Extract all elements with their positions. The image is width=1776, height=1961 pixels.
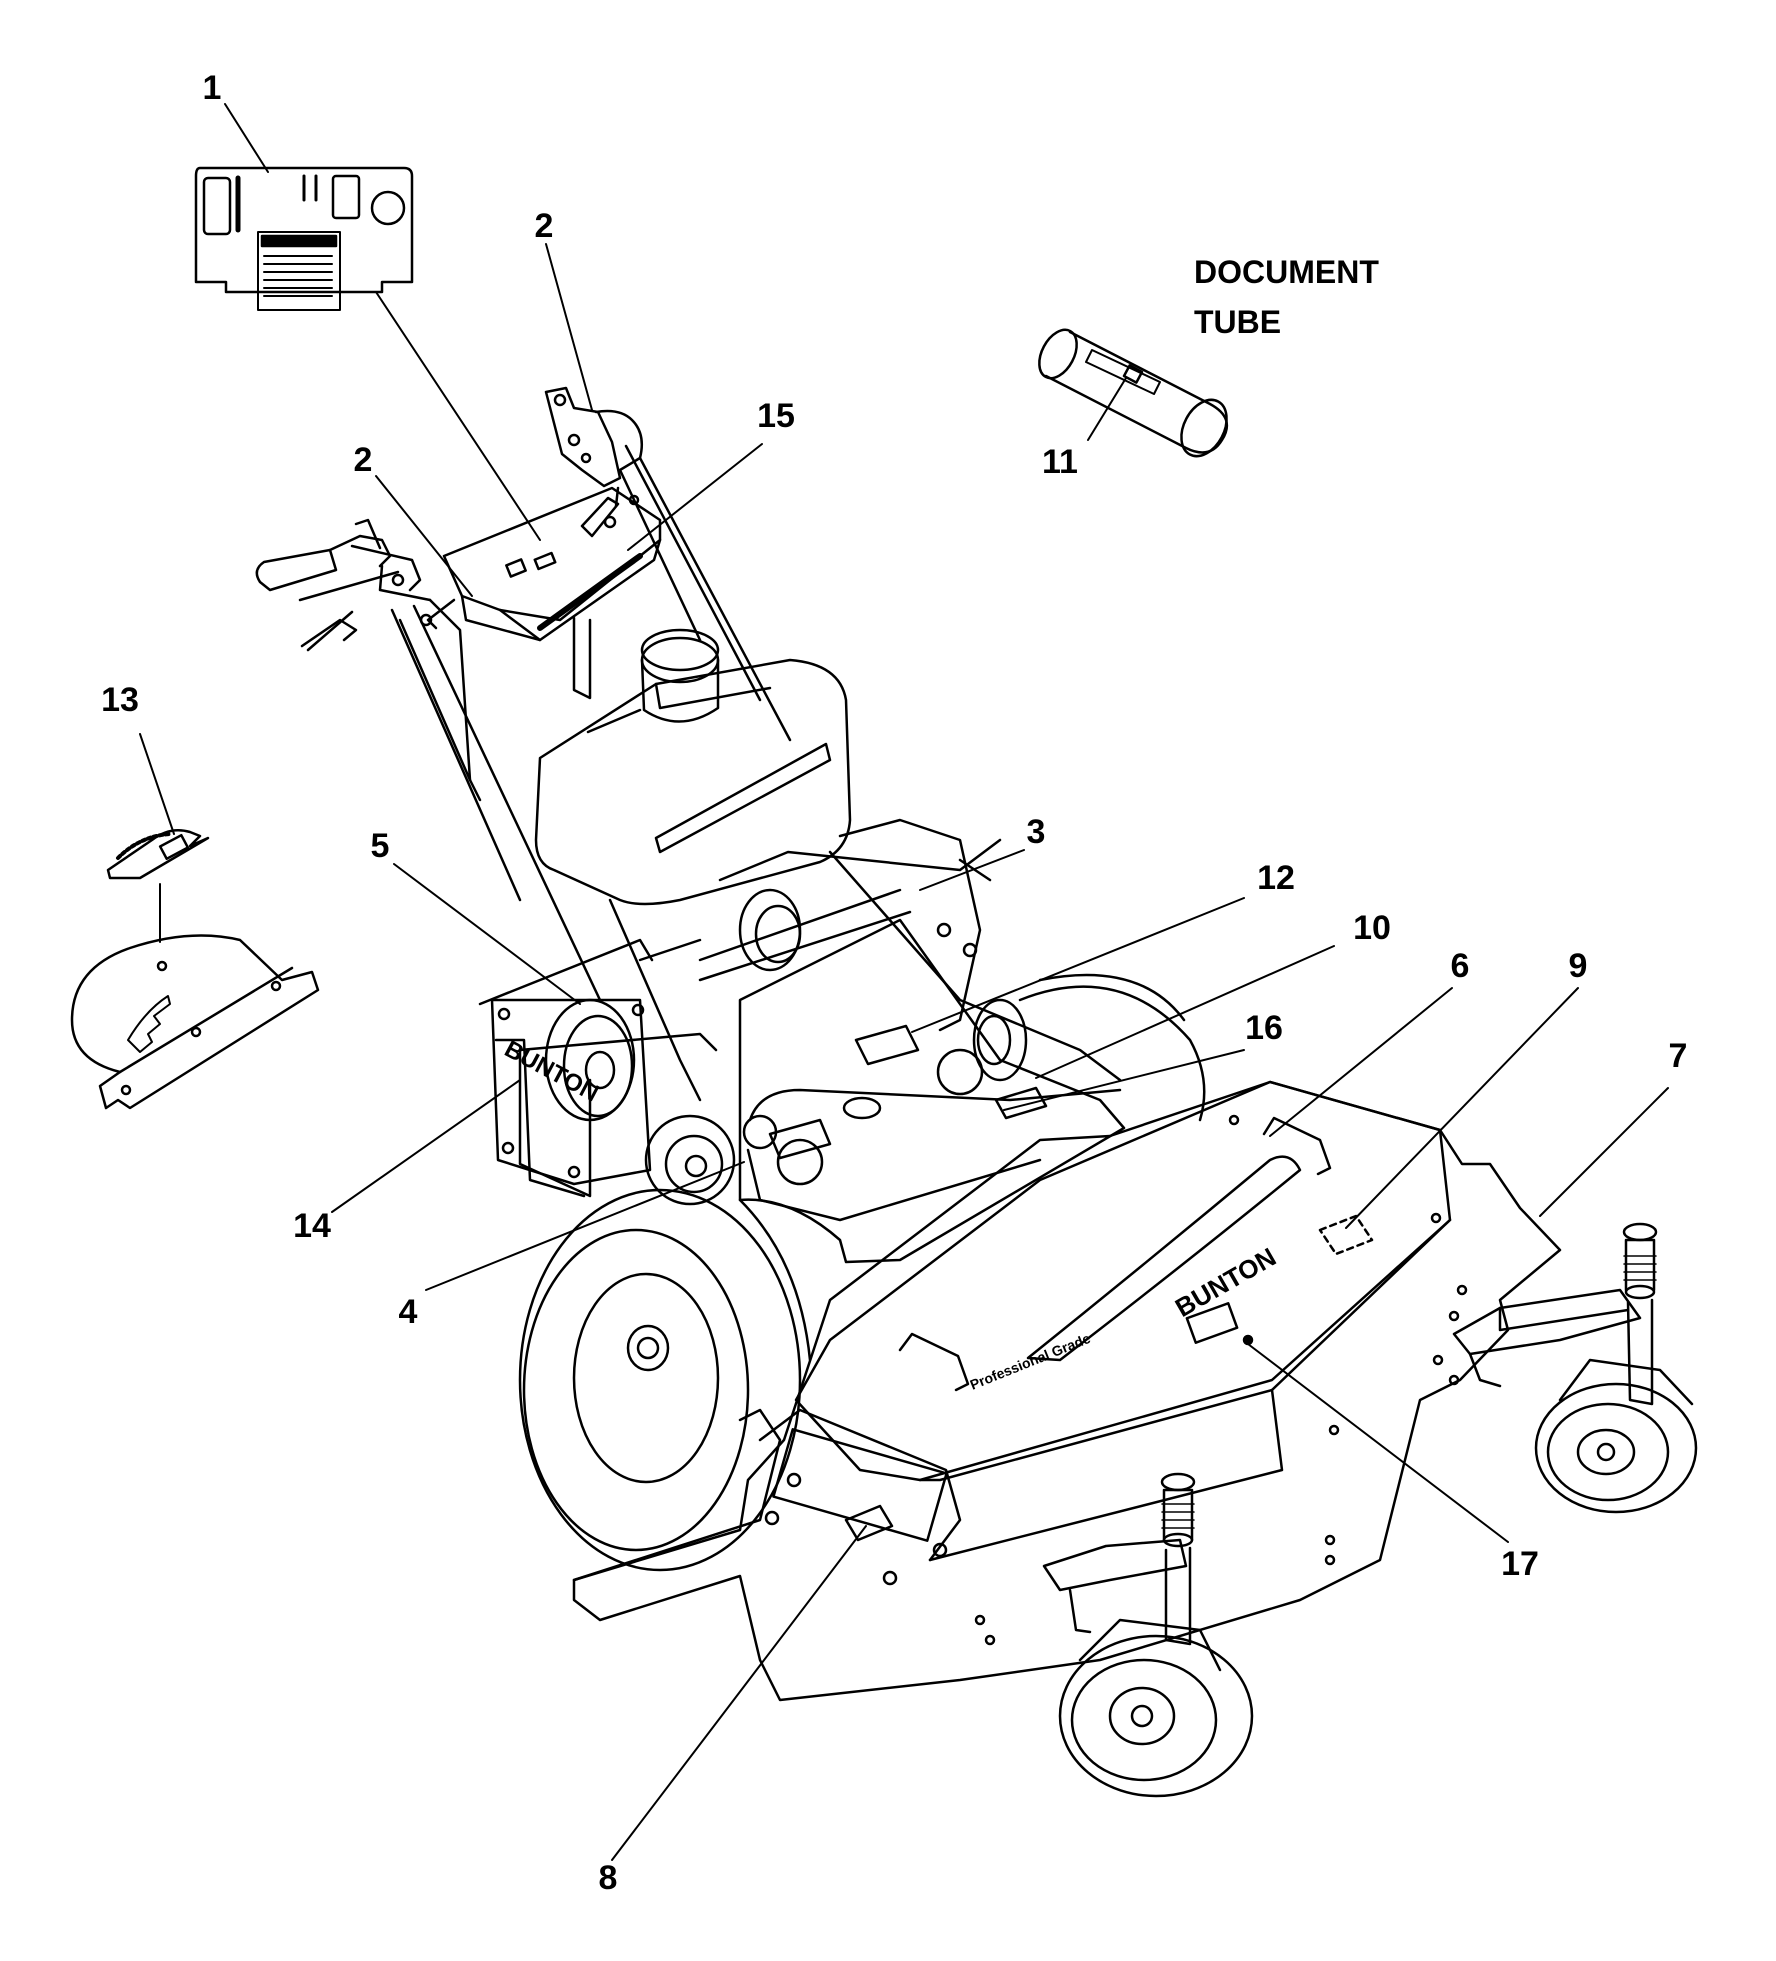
deck-brand-text: BUNTON <box>1170 1242 1281 1323</box>
callout-6: 6 <box>1450 947 1470 985</box>
callout-14: 14 <box>293 1207 331 1245</box>
deck-brand-decal: BUNTON <box>1170 1242 1281 1323</box>
leader-lines <box>139 103 1669 1861</box>
left-belt-guard <box>490 998 652 1186</box>
callout-13: 13 <box>101 681 139 719</box>
fuel-tank <box>534 628 852 906</box>
callout-7: 7 <box>1668 1037 1688 1075</box>
callout-12: 12 <box>1257 859 1295 897</box>
height-of-cut-plate <box>70 934 320 1110</box>
left-drive-wheel <box>518 1188 812 1572</box>
deck-grade-text: Professional Grade <box>968 1330 1093 1393</box>
front-caster <box>1042 1472 1254 1798</box>
mower-deck <box>572 1080 1562 1702</box>
decal-13-height-of-cut <box>106 829 210 880</box>
callout-9: 9 <box>1568 947 1588 985</box>
callout-4: 4 <box>398 1293 418 1331</box>
callout-5: 5 <box>370 827 390 865</box>
callout-10: 10 <box>1353 909 1391 947</box>
document-tube <box>1038 328 1229 458</box>
callout-2-right-handle: 2 <box>534 207 554 245</box>
callout-2-left-handle: 2 <box>353 441 373 479</box>
decal-1-control-panel <box>194 166 414 311</box>
document-tube-label-line1: DOCUMENT <box>1194 254 1379 290</box>
callout-3: 3 <box>1026 813 1046 851</box>
left-handle <box>255 518 602 1002</box>
callout-11: 11 <box>1042 443 1078 481</box>
right-drive-wheel <box>1018 973 1206 1122</box>
control-console <box>426 486 662 700</box>
callout-1: 1 <box>202 69 222 107</box>
callout-8: 8 <box>598 1859 618 1897</box>
callout-16: 16 <box>1245 1009 1283 1047</box>
right-caster <box>1452 1222 1698 1514</box>
callout-15: 15 <box>757 397 795 435</box>
callout-17: 17 <box>1501 1545 1539 1583</box>
right-handle <box>544 386 792 742</box>
engine-deck <box>738 918 1126 1264</box>
deck-grade-decal: Professional Grade <box>968 1330 1093 1393</box>
document-tube-label-line2: TUBE <box>1194 304 1282 340</box>
